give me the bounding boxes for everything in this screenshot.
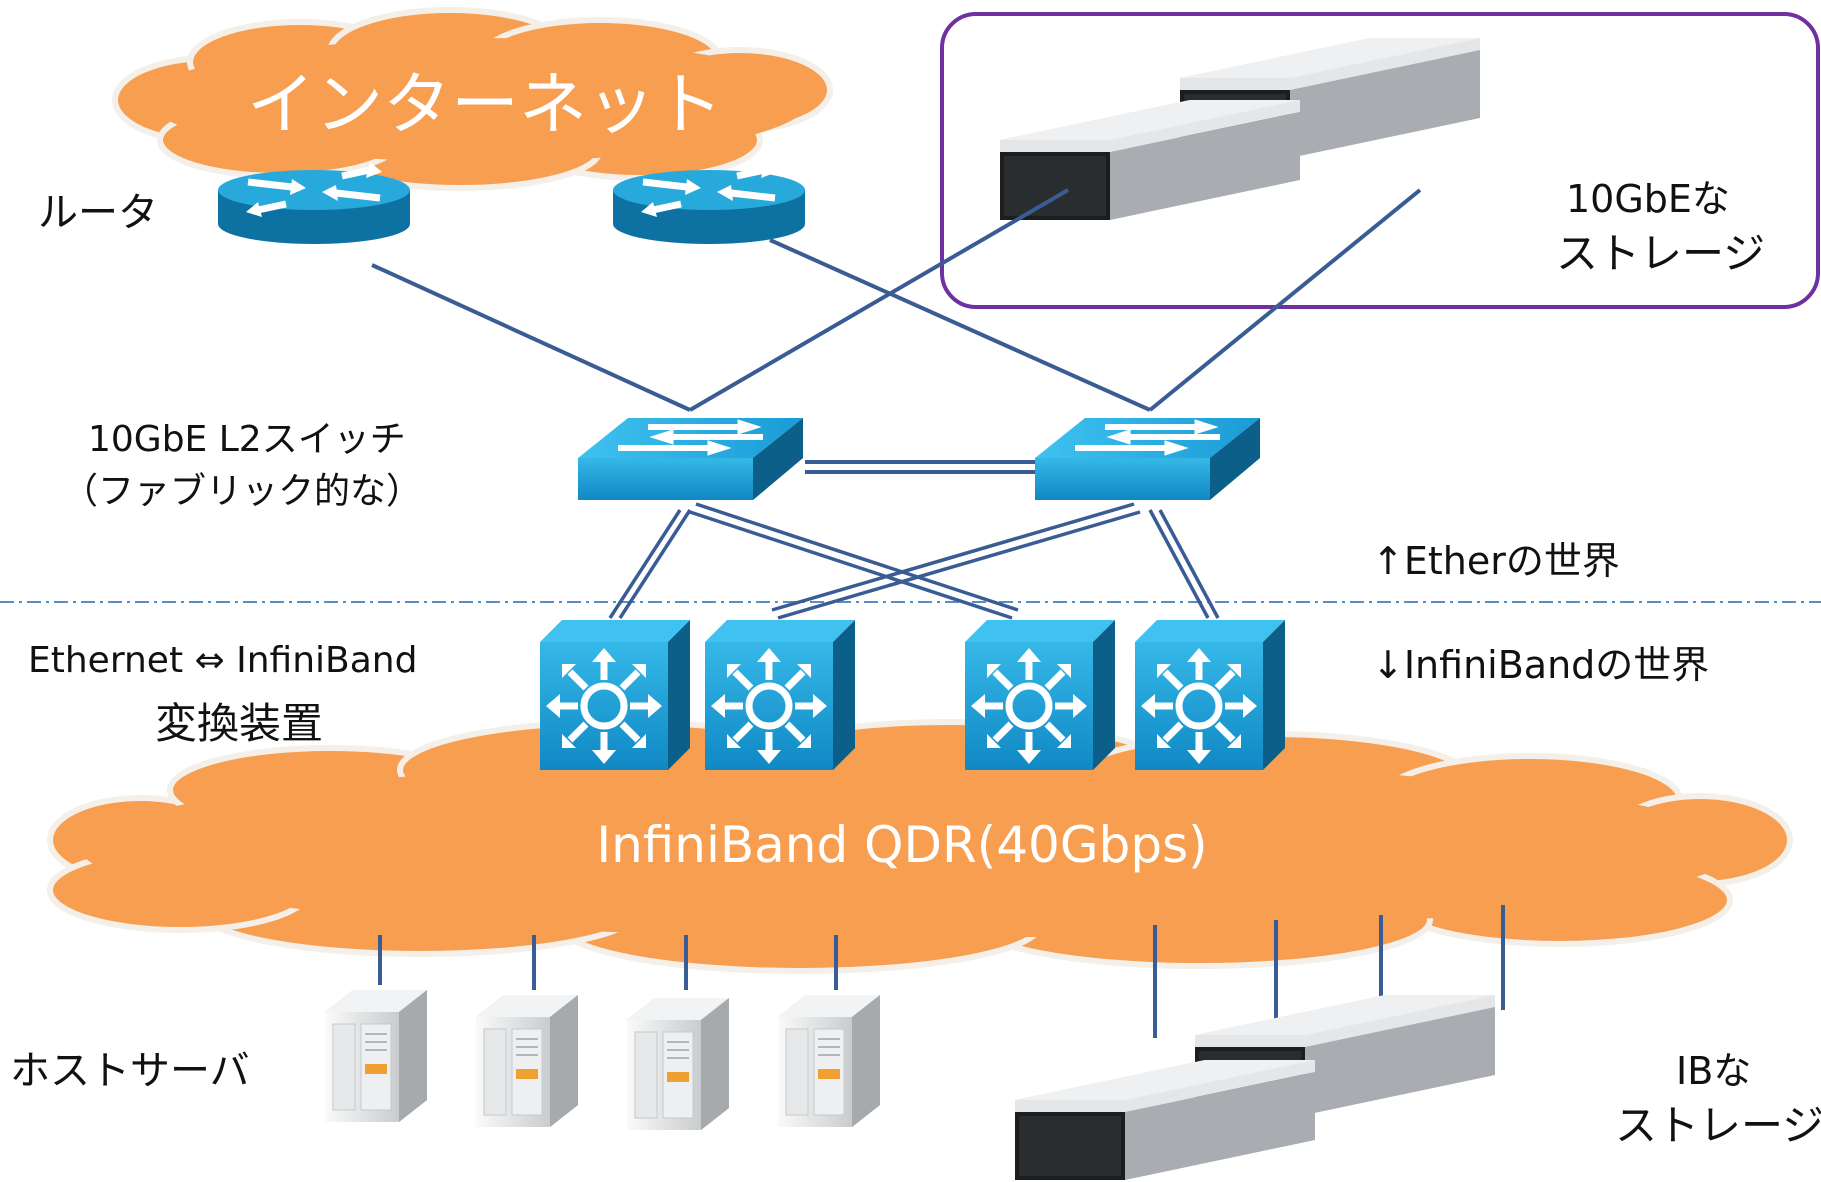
host-servers-label: ホストサーバ [10,1048,250,1094]
tower-server-icon-2[interactable] [475,994,579,1128]
l2switch-label-line1: 10GbE L2スイッチ [88,419,406,460]
storage-array-icon-ib-front[interactable] [1015,1060,1315,1180]
storage-ib-label-line2: ストレージ [1615,1101,1821,1150]
ib-gateway-icon-2[interactable] [705,620,855,770]
storage-10gbe-label-line2: ストレージ [1556,229,1766,278]
converter-label-line1: Ethernet ⇔ InfiniBand [28,640,418,681]
storage-ib-label-line1: IBな [1676,1049,1752,1093]
storage-10gbe-label-line1: 10GbEな [1566,177,1730,221]
l2switch-label-line2: （ファブリック的な） [62,471,423,512]
tower-server-icon-3[interactable] [626,997,730,1131]
l2-switch-icon-right[interactable] [1035,418,1260,500]
storage-10gbe-box [940,12,1820,309]
internet-cloud [112,7,833,191]
infiniband-label: InfiniBand QDR(40Gbps) [596,816,1207,874]
router-label: ルータ [38,190,158,236]
inter-switch-link [805,460,1035,474]
converter-label-line2: 変換装置 [155,699,324,748]
ib-gateway-icon-1[interactable] [540,620,690,770]
switch-to-converter-links [608,502,1220,620]
l2-switch-icon-left[interactable] [578,418,803,500]
ib-gateway-icon-4[interactable] [1135,620,1285,770]
ethernet-links [371,188,1422,412]
tower-server-icon-4[interactable] [777,994,881,1128]
infiniband-links [378,905,1505,1038]
ether-world-label: ↑Etherの世界 [1372,539,1620,583]
ib-gateway-icon-3[interactable] [965,620,1115,770]
tower-server-icon-1[interactable] [324,989,428,1123]
internet-label: インターネット [247,66,723,145]
ib-world-label: ↓InfiniBandの世界 [1372,643,1710,687]
